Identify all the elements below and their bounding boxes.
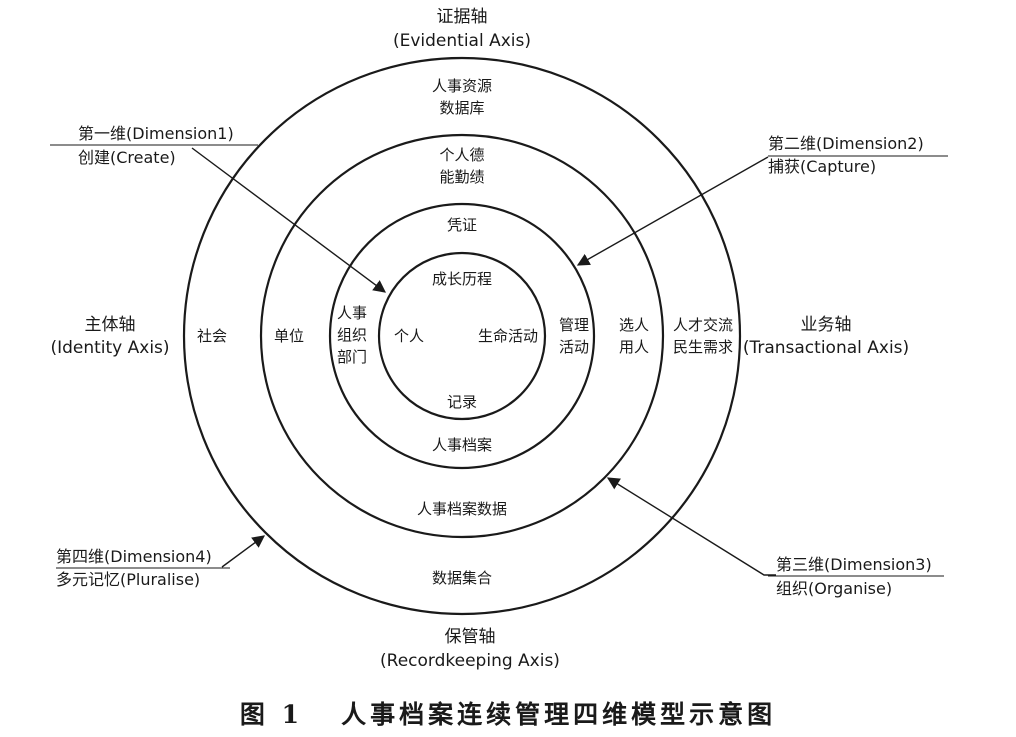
svg-text:多元记忆(Pluralise): 多元记忆(Pluralise) [56, 570, 200, 589]
dimension3-arrow [606, 477, 776, 576]
outer-circle-dimension4 [182, 56, 742, 616]
dimension4-label: 第四维(Dimension4) 多元记忆(Pluralise) [56, 547, 212, 589]
ring3-right-label: 选人 用人 [619, 316, 649, 356]
ring4-bottom-label: 数据集合 [432, 569, 492, 587]
ring1-right-label: 生命活动 [478, 327, 538, 345]
svg-text:(Evidential Axis): (Evidential Axis) [393, 31, 531, 51]
svg-text:数据库: 数据库 [439, 99, 484, 117]
ring2-bottom-label: 人事档案 [432, 436, 492, 454]
svg-text:人事资源: 人事资源 [432, 77, 492, 95]
svg-text:保管轴: 保管轴 [445, 627, 496, 647]
ring3-bottom-label: 人事档案数据 [417, 500, 507, 518]
svg-text:证据轴: 证据轴 [437, 7, 488, 27]
ring2-top-label: 凭证 [447, 216, 477, 234]
dimension4-arrow [221, 535, 266, 568]
ring2-right-label: 管理 活动 [559, 316, 589, 356]
svg-text:能勤绩: 能勤绩 [439, 168, 484, 186]
ring3-top-label: 个人德 能勤绩 [439, 146, 484, 186]
ring2-left-label: 人事 组织 部门 [337, 304, 367, 366]
transactional-axis-label: 业务轴 (Transactional Axis) [743, 315, 909, 358]
svg-text:第一维(Dimension1): 第一维(Dimension1) [78, 124, 234, 143]
dimension1-label: 第一维(Dimension1) 创建(Create) [78, 124, 234, 167]
svg-text:(Transactional Axis): (Transactional Axis) [743, 338, 909, 358]
svg-text:用人: 用人 [619, 338, 649, 356]
figure-caption: 图 1 人事档案连续管理四维模型示意图 [239, 700, 777, 729]
dimension3-label: 第三维(Dimension3) 组织(Organise) [776, 555, 932, 598]
svg-text:部门: 部门 [337, 348, 367, 366]
dimension2-label: 第二维(Dimension2) 捕获(Capture) [768, 134, 924, 176]
four-dimension-model-diagram: 证据轴 (Evidential Axis) 主体轴 (Identity Axis… [50, 7, 948, 671]
svg-text:选人: 选人 [619, 316, 649, 334]
svg-text:活动: 活动 [559, 338, 589, 356]
identity-axis-label: 主体轴 (Identity Axis) [50, 315, 169, 358]
dimension2-arrow [576, 156, 769, 266]
svg-text:第四维(Dimension4): 第四维(Dimension4) [56, 547, 212, 566]
ring1-bottom-label: 记录 [447, 393, 477, 411]
svg-text:(Recordkeeping Axis): (Recordkeeping Axis) [380, 651, 560, 671]
ring3-left-label: 单位 [274, 327, 304, 345]
ring1-left-label: 个人 [394, 327, 424, 345]
svg-text:人才交流: 人才交流 [673, 316, 733, 334]
ring1-top-label: 成长历程 [432, 270, 492, 288]
circle-dimension3 [259, 133, 665, 539]
svg-text:人事: 人事 [337, 304, 367, 322]
ring4-top-label: 人事资源 数据库 [432, 77, 492, 117]
svg-text:第二维(Dimension2): 第二维(Dimension2) [768, 134, 924, 153]
dimension1-arrow [191, 147, 387, 293]
inner-circle-dimension1 [377, 251, 547, 421]
circle-dimension2 [328, 202, 596, 470]
svg-text:主体轴: 主体轴 [85, 315, 136, 335]
svg-text:民生需求: 民生需求 [673, 338, 733, 356]
svg-text:管理: 管理 [559, 316, 589, 334]
svg-text:创建(Create): 创建(Create) [78, 148, 176, 167]
svg-text:组织(Organise): 组织(Organise) [776, 579, 892, 598]
evidential-axis-label: 证据轴 (Evidential Axis) [393, 7, 531, 51]
svg-text:组织: 组织 [337, 326, 367, 344]
recordkeeping-axis-label: 保管轴 (Recordkeeping Axis) [380, 627, 560, 671]
ring4-right-label: 人才交流 民生需求 [673, 316, 733, 356]
svg-text:捕获(Capture): 捕获(Capture) [768, 157, 876, 176]
svg-text:业务轴: 业务轴 [801, 315, 852, 335]
svg-text:个人德: 个人德 [439, 146, 484, 164]
svg-text:第三维(Dimension3): 第三维(Dimension3) [776, 555, 932, 574]
ring4-left-label: 社会 [197, 327, 227, 345]
svg-text:(Identity Axis): (Identity Axis) [50, 338, 169, 358]
